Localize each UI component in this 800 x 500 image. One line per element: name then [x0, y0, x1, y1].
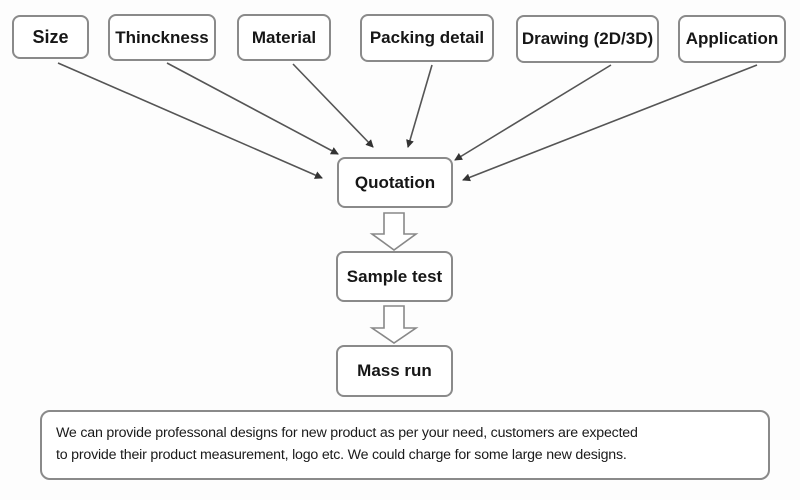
note-line-1: We can provide professonal designs for n…: [56, 425, 638, 441]
input-label: Drawing (2D/3D): [521, 29, 654, 48]
arrow-application-to-quotation: [462, 64, 758, 182]
input-label: Packing detail: [369, 28, 485, 47]
flow-label: Sample test: [346, 266, 443, 286]
design-service-note: We can provide professonal designs for n…: [40, 410, 770, 480]
input-box-thinckness: Thinckness: [108, 14, 216, 61]
arrow-drawing-to-quotation: [454, 64, 612, 161]
input-box-size: Size: [12, 15, 89, 59]
note-line-2: to provide their product measurement, lo…: [56, 447, 627, 463]
input-box-drawing: Drawing (2D/3D): [516, 15, 659, 63]
input-label: Size: [32, 26, 69, 47]
block-arrow-quotation-to-sample: [369, 212, 419, 251]
flow-box-quotation: Quotation: [337, 157, 453, 208]
input-label: Material: [251, 27, 317, 47]
input-box-material: Material: [237, 14, 331, 61]
arrow-material-to-quotation: [292, 63, 374, 148]
block-arrow-sample-to-mass: [369, 305, 419, 344]
input-box-packing-detail: Packing detail: [360, 14, 494, 62]
flow-label: Mass run: [357, 361, 432, 380]
input-label: Thinckness: [115, 27, 209, 47]
flow-box-mass-run: Mass run: [336, 345, 453, 397]
input-label: Application: [685, 29, 779, 48]
input-box-application: Application: [678, 15, 786, 63]
arrow-size-to-quotation: [57, 62, 323, 179]
flow-box-sample-test: Sample test: [336, 251, 453, 302]
arrow-thinckness-to-quotation: [166, 62, 339, 155]
flow-label: Quotation: [354, 172, 436, 192]
arrow-packing-to-quotation: [406, 64, 433, 148]
